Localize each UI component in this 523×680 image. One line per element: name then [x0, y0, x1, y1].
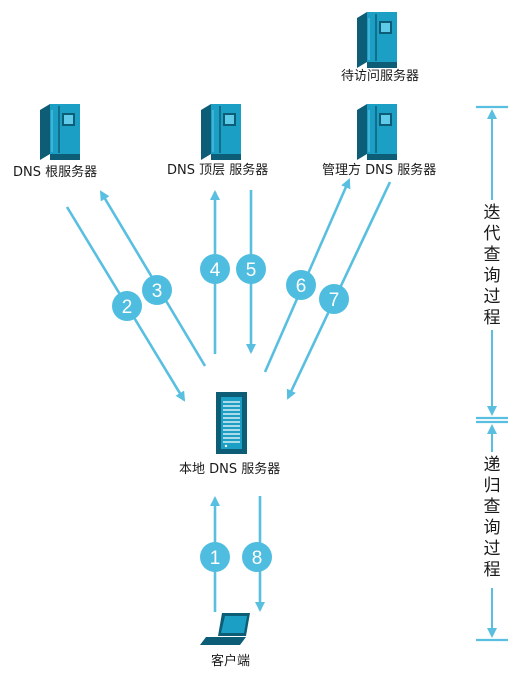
step-badge-4: 4 — [200, 254, 230, 284]
step-number: 3 — [152, 281, 163, 302]
target-server-label: 待访问服务器 — [341, 69, 420, 84]
step-number: 6 — [296, 276, 307, 297]
step-number: 4 — [210, 260, 221, 281]
root-server-icon — [40, 104, 80, 160]
recursive-label: 递归查询过程 — [482, 455, 502, 581]
tld-server-label: DNS 顶层 服务器 — [167, 163, 269, 178]
step-badge-3: 3 — [142, 275, 172, 305]
client-label: 客户端 — [211, 654, 251, 669]
root-server-label: DNS 根服务器 — [13, 165, 98, 180]
iterative-bracket — [476, 105, 508, 420]
authoritative-server-icon — [357, 104, 397, 160]
tld-server-icon — [201, 104, 241, 160]
recursive-bracket — [476, 420, 508, 642]
step-number: 8 — [252, 548, 263, 569]
step-number: 2 — [122, 297, 133, 318]
step-badge-2: 2 — [112, 291, 142, 321]
local-server-label: 本地 DNS 服务器 — [179, 462, 281, 477]
step-number: 7 — [329, 290, 340, 311]
step-badge-7: 7 — [319, 284, 349, 314]
laptop-icon — [200, 613, 250, 645]
step-badge-1: 1 — [200, 542, 230, 572]
iterative-label: 迭代查询过程 — [482, 203, 502, 329]
target-server-icon — [357, 12, 397, 68]
step-badge-6: 6 — [286, 270, 316, 300]
authoritative-server-label: 管理方 DNS 服务器 — [322, 163, 437, 178]
step-number: 1 — [210, 548, 221, 569]
step-number: 5 — [246, 260, 257, 281]
step-badge-5: 5 — [236, 254, 266, 284]
local-server-icon — [216, 392, 247, 454]
step-badge-8: 8 — [242, 542, 272, 572]
